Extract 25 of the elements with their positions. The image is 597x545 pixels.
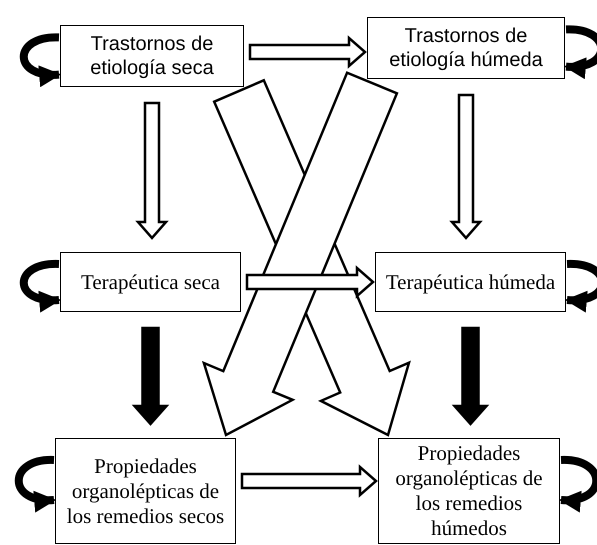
process-box: [367, 17, 565, 79]
box-text: Terapéutica seca: [80, 270, 220, 294]
curved-arrow: [558, 456, 597, 512]
process-box: [60, 252, 241, 312]
curved-arrow: [20, 260, 62, 312]
block-arrow: [246, 265, 375, 299]
curved-arrow: [564, 260, 597, 312]
process-box: [55, 438, 236, 544]
curved-arrow: [564, 25, 597, 78]
process-box: [375, 252, 566, 312]
box-text: Terapéutica húmeda: [386, 270, 556, 294]
box-text: Propiedades organolépticas de los remedios secos: [66, 454, 226, 528]
block-arrow: [135, 102, 169, 240]
block-arrow: [240, 464, 378, 498]
block-arrow: [452, 326, 490, 426]
curved-arrow: [14, 456, 56, 512]
box-text: Trastornos de etiología húmeda: [388, 24, 544, 72]
box-text: Propiedades organolépticas de los remedios húmedos: [394, 441, 544, 541]
box-text: Trastornos de etiología seca: [89, 32, 215, 80]
process-box: [378, 438, 560, 544]
process-box: [60, 25, 244, 87]
block-arrow: [248, 35, 367, 69]
block-arrow: [132, 326, 170, 426]
block-arrow: [449, 94, 483, 240]
curved-arrow: [20, 33, 62, 86]
